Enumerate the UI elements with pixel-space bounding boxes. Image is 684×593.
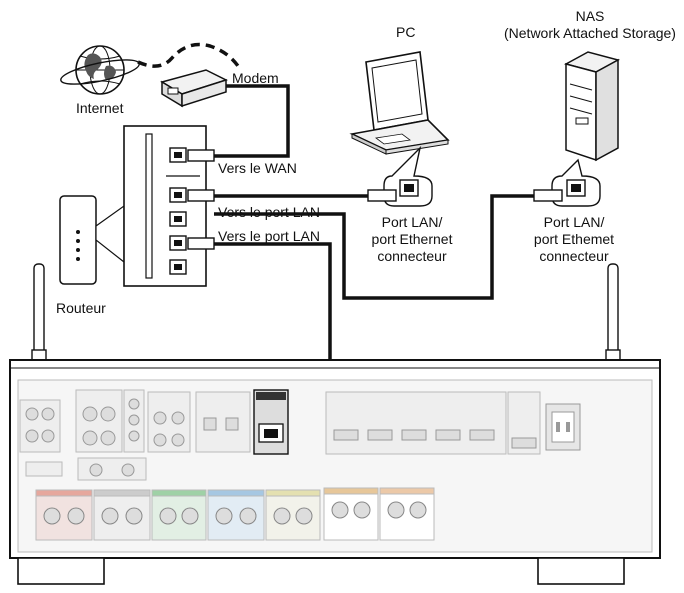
- laptop-icon: [349, 51, 450, 155]
- pc-port-label: Port LAN/ port Ethernet connecteur: [354, 214, 470, 265]
- nas-label-line1: NAS: [575, 8, 605, 24]
- lan-label-1: Vers le port LAN: [218, 204, 320, 220]
- internet-link-dashed: [137, 42, 240, 68]
- modem-icon: [160, 69, 228, 108]
- router-icon: [59, 125, 207, 287]
- nas-lan-cable: [214, 194, 538, 300]
- nas-port-line3: connecteur: [539, 248, 609, 264]
- pc-label: PC: [396, 24, 416, 40]
- pc-plug: [367, 189, 397, 202]
- pc-port-line2: port Ethernet: [371, 231, 453, 247]
- router-label: Routeur: [56, 300, 106, 316]
- network-port-panel: [253, 389, 289, 455]
- nas-icon: [563, 51, 621, 162]
- internet-globe-icon: [60, 45, 140, 95]
- pc-lan-port-icon: [399, 179, 419, 197]
- pc-port-line1: Port LAN/: [381, 214, 443, 230]
- nas-port-line2: port Ethemet: [533, 231, 615, 247]
- av-receiver: [9, 263, 661, 585]
- nas-lan-port-icon: [566, 179, 586, 197]
- nas-label: NAS (Network Attached Storage): [496, 8, 684, 42]
- nas-port-label: Port LAN/ port Ethemet connecteur: [516, 214, 632, 265]
- wan-cable: [214, 84, 290, 158]
- nas-label-line2: (Network Attached Storage): [504, 25, 676, 41]
- internet-label: Internet: [76, 100, 124, 116]
- nas-port-line1: Port LAN/: [543, 214, 605, 230]
- modem-label: Modem: [232, 70, 279, 86]
- wan-label: Vers le WAN: [218, 160, 297, 176]
- lan-label-2: Vers le port LAN: [218, 228, 320, 244]
- nas-plug: [533, 189, 563, 202]
- pc-port-line3: connecteur: [377, 248, 447, 264]
